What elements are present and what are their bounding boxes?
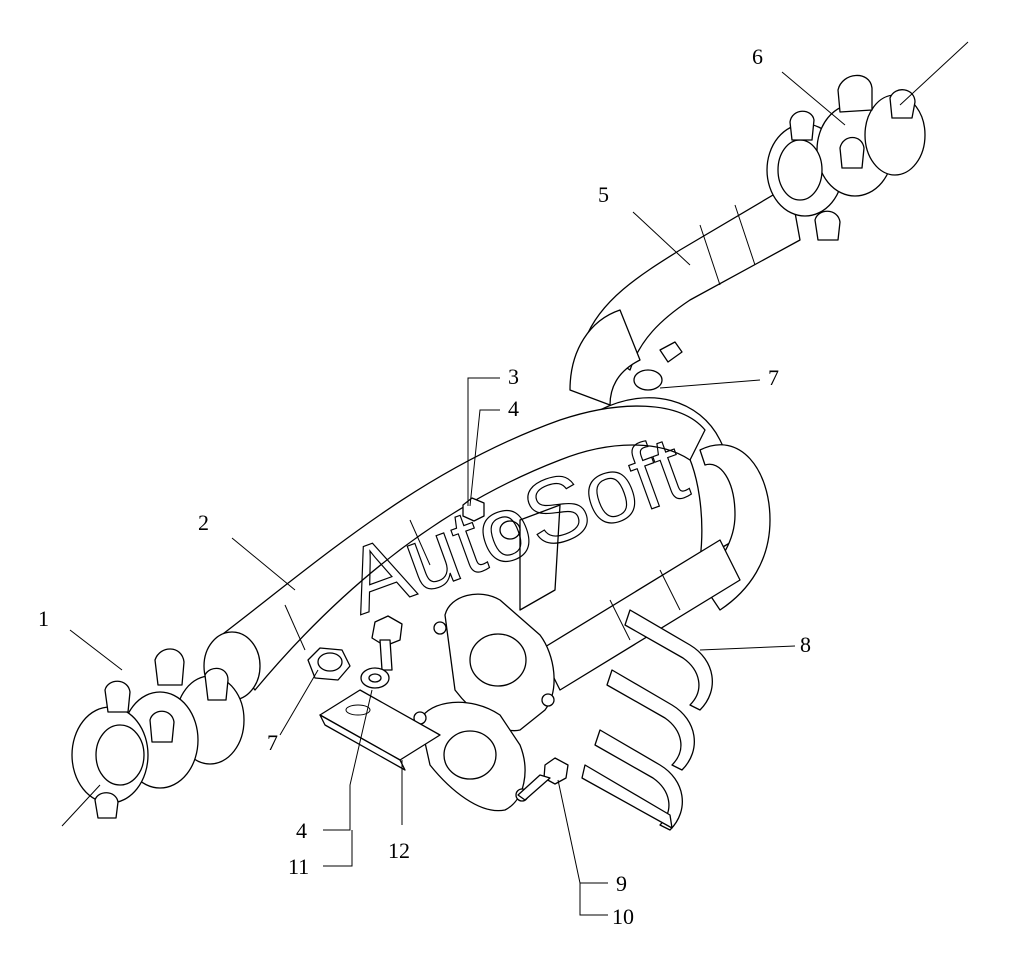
clamp-1 (71, 648, 245, 819)
callout-10: 10 (612, 904, 634, 929)
bracket-12 (319, 689, 441, 771)
callout-8: 8 (800, 632, 811, 657)
callout-7-upper: 7 (768, 365, 779, 390)
u-bolts-8 (581, 609, 713, 831)
callout-2: 2 (198, 510, 209, 535)
callout-7-lower: 7 (267, 730, 278, 755)
clamp-6 (766, 74, 926, 241)
nut-7-lower (307, 647, 351, 681)
washer-11 (360, 667, 390, 689)
callout-6: 6 (752, 44, 763, 69)
pipe-5 (569, 184, 801, 406)
callout-4-lower: 4 (296, 818, 307, 843)
callout-12: 12 (388, 838, 410, 863)
bolt-upper (371, 615, 403, 671)
pipe-axis-lower (61, 784, 101, 827)
bolt-9 (517, 757, 569, 801)
callout-3: 3 (508, 364, 519, 389)
callout-11: 11 (288, 854, 309, 879)
nut-7-upper (633, 341, 683, 391)
callout-4-upper: 4 (508, 396, 519, 421)
flange-upper (433, 504, 561, 732)
leader-lines (69, 71, 846, 916)
u-pipe-loop (539, 397, 771, 691)
callout-1: 1 (38, 606, 49, 631)
callout-9: 9 (616, 871, 627, 896)
pipe-axis-upper (899, 41, 969, 106)
callout-5: 5 (598, 182, 609, 207)
